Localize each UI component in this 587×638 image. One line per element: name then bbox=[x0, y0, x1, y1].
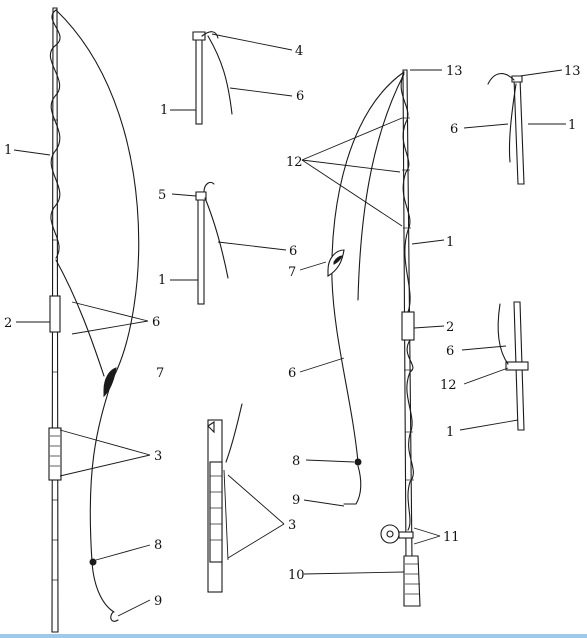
rod-detail-c bbox=[197, 191, 205, 305]
label-2a: 2 bbox=[4, 316, 12, 331]
line-detail-d bbox=[225, 403, 243, 463]
label-1g: 1 bbox=[446, 425, 454, 440]
detail-tip-clip: 5 6 1 bbox=[158, 181, 297, 305]
label-1c: 1 bbox=[158, 273, 166, 288]
fishing-line-long bbox=[55, 9, 140, 613]
label-11e: 11 bbox=[443, 530, 460, 545]
rod-detail-b bbox=[195, 31, 203, 125]
window-bottom-edge bbox=[0, 634, 587, 638]
detail-tip-loop: 13 6 1 bbox=[450, 64, 581, 185]
figure-long-rod: 1 2 6 7 3 8 9 bbox=[4, 7, 164, 633]
label-13f: 13 bbox=[564, 64, 581, 79]
label-9a: 9 bbox=[154, 594, 162, 609]
label-5c: 5 bbox=[158, 188, 166, 203]
label-1f: 1 bbox=[568, 118, 576, 133]
label-6e: 6 bbox=[288, 366, 296, 381]
guide-line-reel bbox=[400, 71, 411, 313]
label-6g: 6 bbox=[446, 344, 454, 359]
line-detail-g bbox=[497, 303, 509, 365]
detail-tip-attachment: 4 6 1 bbox=[160, 31, 304, 125]
label-6c: 6 bbox=[289, 244, 297, 259]
hook-reel bbox=[343, 465, 362, 505]
label-3d: 3 bbox=[288, 518, 296, 533]
float-long bbox=[103, 367, 117, 398]
label-4b: 4 bbox=[295, 44, 303, 59]
winder-long bbox=[48, 427, 62, 481]
label-1e: 1 bbox=[446, 235, 454, 250]
hook-long bbox=[110, 611, 119, 622]
label-8a: 8 bbox=[154, 538, 162, 553]
rod-reel-guides bbox=[402, 117, 414, 481]
label-9e: 9 bbox=[292, 493, 300, 508]
line-detail-f bbox=[487, 73, 515, 85]
label-6a: 6 bbox=[152, 315, 160, 330]
label-6f: 6 bbox=[450, 122, 458, 137]
sinker-long bbox=[89, 558, 97, 566]
label-12g: 12 bbox=[440, 378, 457, 393]
guide-ring bbox=[505, 361, 529, 371]
rod-handle bbox=[403, 555, 421, 607]
rod-detail-f bbox=[513, 77, 525, 185]
label-7a: 7 bbox=[156, 366, 164, 381]
ferrule-long bbox=[49, 295, 61, 333]
label-12e: 12 bbox=[286, 155, 303, 170]
label-10e: 10 bbox=[288, 568, 305, 583]
fishing-line-reel bbox=[331, 71, 405, 463]
label-2e: 2 bbox=[446, 320, 454, 335]
sinker-reel bbox=[354, 458, 362, 466]
inner-line-long bbox=[55, 259, 105, 377]
label-3a: 3 bbox=[154, 449, 162, 464]
detail-guide-ring: 6 12 1 bbox=[440, 301, 529, 440]
label-6b: 6 bbox=[296, 89, 304, 104]
wrapped-line-long bbox=[49, 9, 61, 259]
label-8e: 8 bbox=[292, 454, 300, 469]
line-detail-b bbox=[207, 35, 233, 115]
label-1b: 1 bbox=[160, 103, 168, 118]
detail-winder: 3 bbox=[207, 403, 296, 593]
figure-reel-rod: 13 12 1 7 2 6 8 9 11 10 bbox=[286, 64, 463, 607]
line-detail-c bbox=[204, 197, 229, 279]
label-13e: 13 bbox=[446, 64, 463, 79]
label-1a: 1 bbox=[4, 143, 12, 158]
label-7e: 7 bbox=[288, 265, 296, 280]
ferrule-reel bbox=[401, 311, 415, 341]
